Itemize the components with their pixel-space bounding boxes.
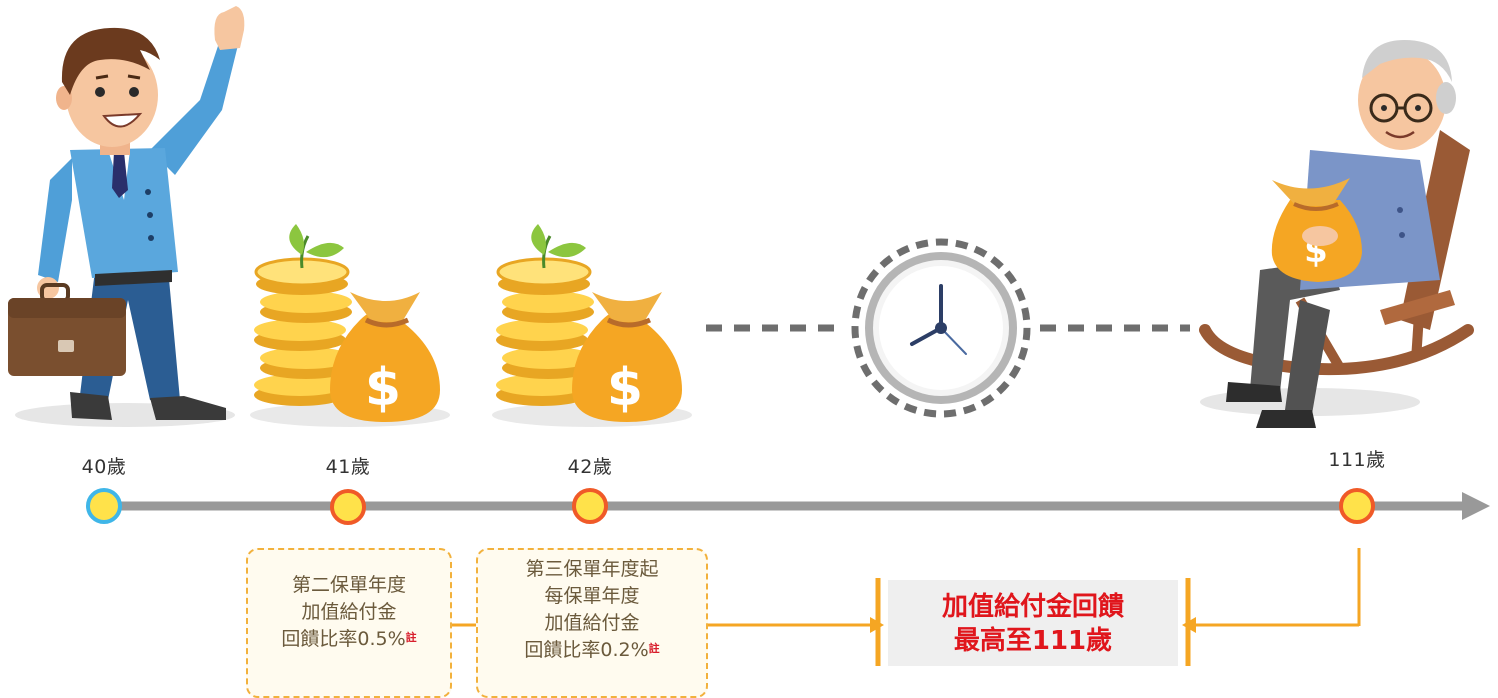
young-businessman-illustration — [8, 6, 245, 427]
timeline-node-42 — [572, 488, 608, 524]
coin-stack-moneybag-2: $ — [492, 224, 692, 427]
info-box-second-year: 第二保單年度 加值給付金 回饋比率0.5%註 — [246, 548, 452, 698]
age-label-111: 111歲 — [1328, 449, 1386, 471]
info-box-line: 每保單年度 — [544, 585, 640, 607]
footnote-marker[interactable]: 註 — [405, 631, 417, 644]
final-line-1: 加值給付金回饋 — [941, 592, 1124, 622]
svg-text:$: $ — [365, 358, 401, 418]
rate-text: 回饋比率0.2% — [524, 639, 649, 661]
svg-text:$: $ — [607, 358, 643, 418]
coin-stack-moneybag-1: $ — [250, 224, 450, 427]
info-box-line: 加值給付金 — [544, 612, 640, 634]
info-box-line-rate: 回饋比率0.5%註 — [248, 626, 450, 653]
final-line-2: 最高至111歲 — [953, 626, 1113, 656]
timeline-node-111 — [1339, 488, 1375, 524]
timeline-arrowhead — [1462, 492, 1490, 520]
clock-icon — [851, 238, 1031, 418]
age-label-42: 42歲 — [567, 456, 613, 478]
elderly-man-rocking-chair-illustration: $ — [1199, 40, 1474, 428]
rate-text: 回饋比率0.5% — [281, 628, 406, 650]
timeline — [104, 492, 1490, 520]
timeline-node-41 — [330, 489, 366, 525]
info-box-third-year-onward: 第三保單年度起 每保單年度 加值給付金 回饋比率0.2%註 — [476, 548, 708, 698]
info-box-line-rate: 回饋比率0.2%註 — [478, 637, 706, 664]
age-label-40: 40歲 — [81, 456, 127, 478]
timeline-node-start — [86, 488, 122, 524]
info-box-line: 加值給付金 — [301, 601, 397, 623]
footnote-marker[interactable]: 註 — [648, 642, 660, 655]
age-label-41: 41歲 — [325, 456, 371, 478]
info-box-line: 第二保單年度 — [291, 574, 406, 596]
info-box-line: 第三保單年度起 — [525, 558, 659, 580]
final-benefit-box: 加值給付金回饋 最高至111歲 — [888, 580, 1178, 666]
arrow-left-icon — [1182, 617, 1196, 633]
bracket-connectors — [450, 548, 1361, 666]
